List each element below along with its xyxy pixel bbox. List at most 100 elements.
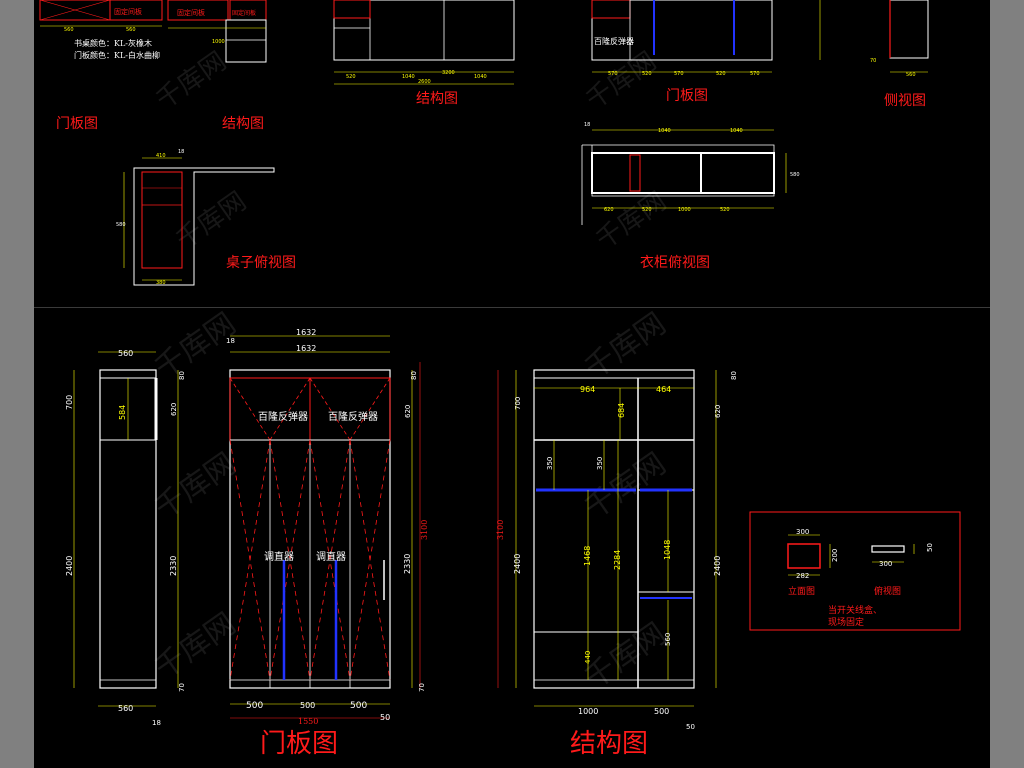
dim-label: 560 xyxy=(126,27,136,33)
watermark: 千库网 xyxy=(149,446,243,526)
wardrobe-plan-title: 衣柜俯视图 xyxy=(640,255,710,271)
dim-label: 964 xyxy=(580,385,595,394)
dim-label: 200 xyxy=(831,549,839,562)
dim-label: 2400 xyxy=(513,554,522,574)
watermark: 千库网 xyxy=(149,306,243,386)
color-note-desk: 书桌颜色：KL-灰橡木 xyxy=(74,38,152,48)
watermark: 千库网 xyxy=(149,606,243,686)
dim-label: 80 xyxy=(410,371,418,380)
dim-label: 520 xyxy=(642,207,652,213)
straightener-label-right: 调直器 xyxy=(316,550,346,563)
dim-label: 620 xyxy=(170,403,178,416)
desk-plan-title: 桌子俯视图 xyxy=(226,255,296,271)
dim-label: 1048 xyxy=(663,540,672,560)
watermark: 千库网 xyxy=(579,446,673,526)
dim-label: 70 xyxy=(418,683,426,692)
dim-label: 580 xyxy=(790,172,800,178)
dim-label: 464 xyxy=(656,385,671,394)
dim-label: 620 xyxy=(604,207,614,213)
watermark: 千库网 xyxy=(579,616,673,696)
dim-label: 18 xyxy=(178,149,184,155)
side-view-title: 侧视图 xyxy=(884,93,926,109)
top-right-elevations: 百隆反弹器 570 520 570 520 570 门板图 560 70 侧视图… xyxy=(581,0,929,271)
dim-label: 410 xyxy=(156,153,166,159)
dim-label: 2400 xyxy=(65,556,74,576)
dim-label: 350 xyxy=(546,457,554,470)
dim-label: 700 xyxy=(514,397,522,410)
dim-label: 560 xyxy=(64,27,74,33)
dim-label: 380 xyxy=(156,280,166,286)
top-right-door-elevation: 百隆反弹器 570 520 570 520 570 xyxy=(591,0,773,77)
dim-label: 1632 xyxy=(296,344,316,353)
dim-label: 18 xyxy=(226,337,235,345)
dim-label: 520 xyxy=(642,71,652,77)
dim-label: 350 xyxy=(596,457,604,470)
wardrobe-plan-view: 18 1040 1040 620 520 1000 520 580 xyxy=(581,122,800,225)
dim-label: 560 xyxy=(664,633,672,646)
dim-label: 50 xyxy=(686,723,695,731)
rebound-label-right: 百隆反弹器 xyxy=(328,410,378,423)
side-elevation: 560 584 700 2400 80 620 2330 70 560 18 xyxy=(65,349,186,727)
dim-label: 1632 xyxy=(296,328,316,337)
dim-label: 2600 xyxy=(418,79,431,85)
watermark: 千库网 xyxy=(579,306,673,386)
door-panel-elevation: 1632 18 1632 百隆反弹器 百隆反弹器 调直器 调直器 80 62 xyxy=(226,328,429,759)
dim-label: 50 xyxy=(380,713,390,722)
dim-label: 580 xyxy=(116,222,126,228)
top-left-elevations: 固定间板 560 560 书桌颜色：KL-灰橡木 门板颜色：KL-白水曲柳 门板… xyxy=(39,0,515,286)
dim-label: 684 xyxy=(617,403,626,418)
dim-label: 1000 xyxy=(578,707,598,716)
watermark: 千库网 xyxy=(151,46,232,115)
dim-label: 3100 xyxy=(420,520,429,540)
structure-elevation: 964 464 684 350 350 1468 2284 440 1048 5… xyxy=(496,369,738,759)
struct-title-small: 结构图 xyxy=(222,116,264,132)
elevation-label: 立面图 xyxy=(788,585,815,597)
door-title-right: 门板图 xyxy=(666,88,708,104)
watermark: 千库网 xyxy=(591,186,672,255)
dim-label: 620 xyxy=(714,405,722,418)
dim-label: 500 xyxy=(654,707,669,716)
dim-label: 3100 xyxy=(496,520,505,540)
cad-drawing-canvas: 千库网 千库网 千库网 千库网 千库网 千库网 千库网 千库网 千库网 千库网 … xyxy=(34,0,990,768)
dim-label: 620 xyxy=(404,405,412,418)
color-note-door: 门板颜色：KL-白水曲柳 xyxy=(74,50,160,60)
dim-label: 50 xyxy=(926,543,934,552)
dim-label: 1550 xyxy=(298,717,318,726)
dim-label: 520 xyxy=(716,71,726,77)
struct-title-mid: 结构图 xyxy=(416,91,458,107)
dim-label: 1000 xyxy=(678,207,691,213)
dim-label: 300 xyxy=(796,528,809,536)
dim-label: 18 xyxy=(152,719,161,727)
dim-label: 2284 xyxy=(613,550,622,570)
dim-label: 300 xyxy=(879,560,892,568)
dim-label: 1040 xyxy=(658,128,671,134)
dim-label: 80 xyxy=(730,371,738,380)
dim-label: 70 xyxy=(178,683,186,692)
dim-label: 80 xyxy=(178,371,186,380)
dim-label: 282 xyxy=(796,572,809,580)
top-struct-elevation-2: 520 1040 1040 2600 3200 xyxy=(333,0,515,85)
watermark: 千库网 xyxy=(581,46,662,115)
top-struct-elevation: 固定间板 固定间板 1000 xyxy=(167,0,267,63)
dim-label: 2330 xyxy=(403,554,412,574)
dim-label: 1040 xyxy=(730,128,743,134)
dim-label: 560 xyxy=(906,72,916,78)
dim-label: 570 xyxy=(674,71,684,77)
dim-label: 3200 xyxy=(442,70,455,76)
top-door-elevation: 固定间板 560 560 xyxy=(39,0,163,33)
dim-label: 1040 xyxy=(474,74,487,80)
dim-label: 570 xyxy=(608,71,618,77)
dim-label: 2330 xyxy=(169,556,178,576)
dim-label: 70 xyxy=(870,58,876,64)
dim-label: 500 xyxy=(350,701,367,711)
side-view-small: 560 70 xyxy=(819,0,929,78)
door-panel-main-title: 门板图 xyxy=(260,729,338,759)
watermark: 千库网 xyxy=(171,186,252,255)
dim-label: 570 xyxy=(750,71,760,77)
fixed-panel-label: 固定间板 xyxy=(114,7,142,16)
dim-label: 1468 xyxy=(583,546,592,566)
dim-label: 2400 xyxy=(713,556,722,576)
desk-plan-view: 410 18 380 580 xyxy=(116,149,275,286)
note-line-2: 现场固定 xyxy=(828,616,864,628)
dim-label: 1040 xyxy=(402,74,415,80)
